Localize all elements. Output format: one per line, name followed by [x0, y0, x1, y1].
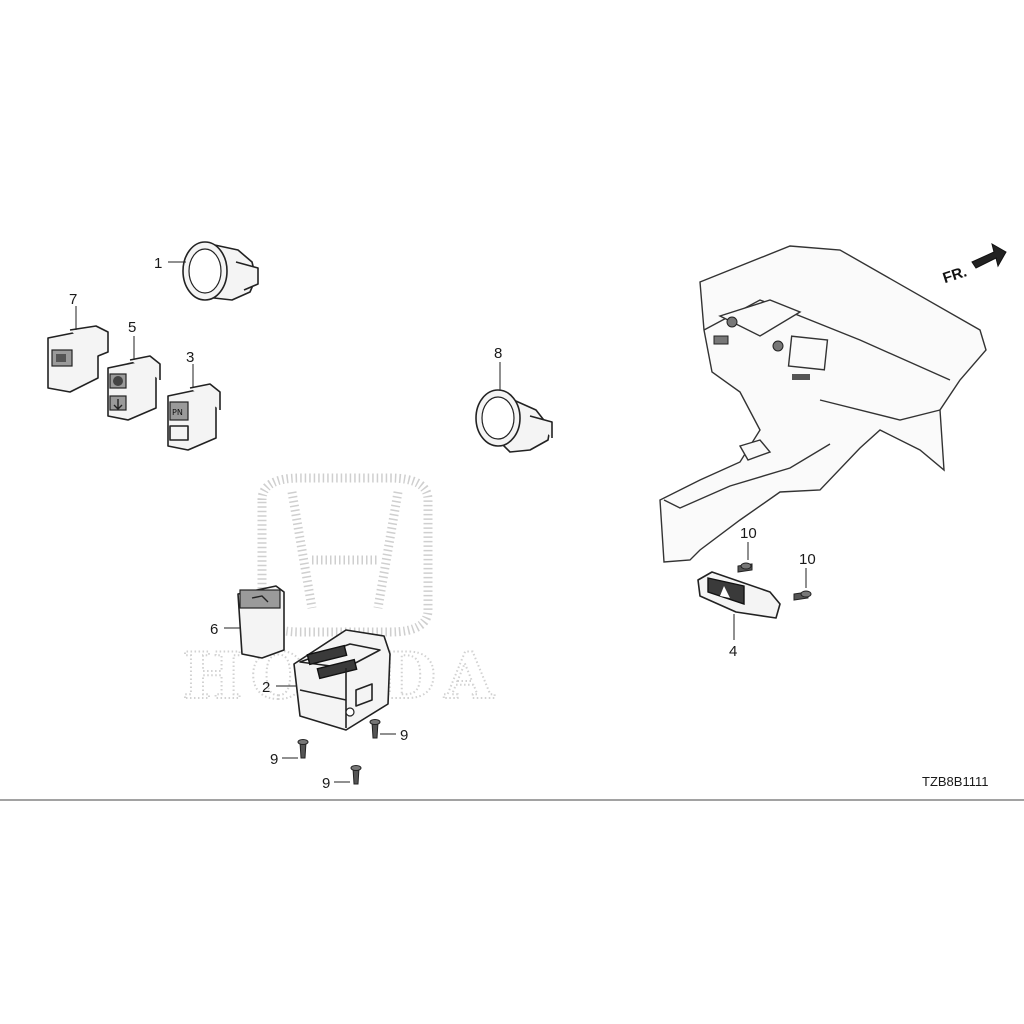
callout-9a: 9 [400, 727, 408, 744]
part-3-switch: PN 3 [167, 349, 221, 451]
callout-1: 1 [154, 255, 162, 272]
callout-9c: 9 [322, 775, 330, 792]
part-2-switch-assembly: 2 [262, 629, 391, 731]
svg-text:PN: PN [172, 408, 183, 417]
callout-3: 3 [186, 349, 194, 366]
screw-9a: 9 [369, 719, 408, 744]
dashboard-console-view [659, 245, 987, 563]
callout-10b: 10 [799, 551, 816, 568]
screw-9c: 9 [322, 765, 362, 792]
front-arrow-icon [971, 242, 1007, 269]
callout-7: 7 [69, 291, 77, 308]
part-7-switch: 7 [47, 291, 109, 393]
front-direction-indicator: FR. [941, 242, 1007, 287]
callout-9b: 9 [270, 751, 278, 768]
part-1-round-switch: 1 [154, 241, 259, 301]
part-4-hazard-switch: 4 [697, 571, 781, 660]
callout-2: 2 [262, 679, 270, 696]
front-direction-label: FR. [941, 263, 969, 287]
honda-h-logo-icon [257, 473, 433, 637]
callout-8: 8 [494, 345, 502, 362]
callout-5: 5 [128, 319, 136, 336]
part-5-switch: 5 [107, 319, 161, 421]
screw-10a: 10 [737, 525, 757, 573]
diagram-code: TZB8B1111 [922, 774, 988, 789]
screw-10b: 10 [793, 551, 816, 601]
part-6-switch: 6 [210, 585, 285, 659]
screw-9b: 9 [270, 739, 309, 768]
callout-6: 6 [210, 621, 218, 638]
part-8-round-switch: 8 [475, 345, 553, 453]
callout-10a: 10 [740, 525, 757, 542]
callout-4: 4 [729, 643, 737, 660]
